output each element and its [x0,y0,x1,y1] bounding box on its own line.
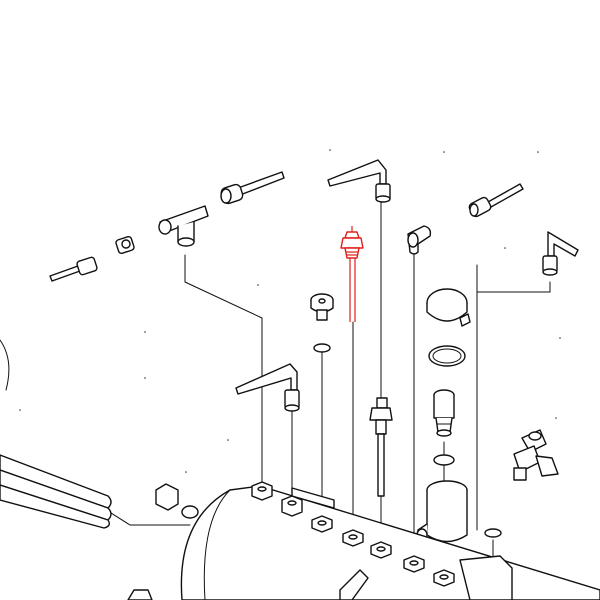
nut-5 [370,541,392,559]
red-sensor-probe[interactable] [340,226,364,322]
straight-tube-connector [220,171,285,205]
tee-fitting [158,205,209,247]
plug-screw [310,293,334,321]
boiler-tank [127,485,600,600]
o-ring-right [484,528,502,538]
angle-valve [513,429,559,481]
bent-tube-middle [235,363,300,412]
washer [433,454,455,466]
boiler-nuts [251,481,455,587]
valve-cartridge [433,389,455,437]
boiler-side-fitting [155,483,199,519]
bent-tube-top [327,159,391,203]
nut-1 [251,481,273,501]
nut-4 [342,529,364,547]
left-pipe-assembly [49,235,135,282]
elbow-fitting [407,225,432,255]
right-pipe-assembly [468,183,524,218]
nut-7 [433,569,455,587]
tube-bundle [0,339,112,529]
o-ring-small [313,343,331,353]
cylinder-housing [416,480,468,543]
nut-2 [281,495,303,517]
bent-tube-right [542,231,579,276]
nut-6 [403,555,425,573]
nut-3 [311,515,333,533]
cap-cover [426,288,471,327]
scan-speckles [19,149,561,473]
vertical-probe [369,397,393,497]
